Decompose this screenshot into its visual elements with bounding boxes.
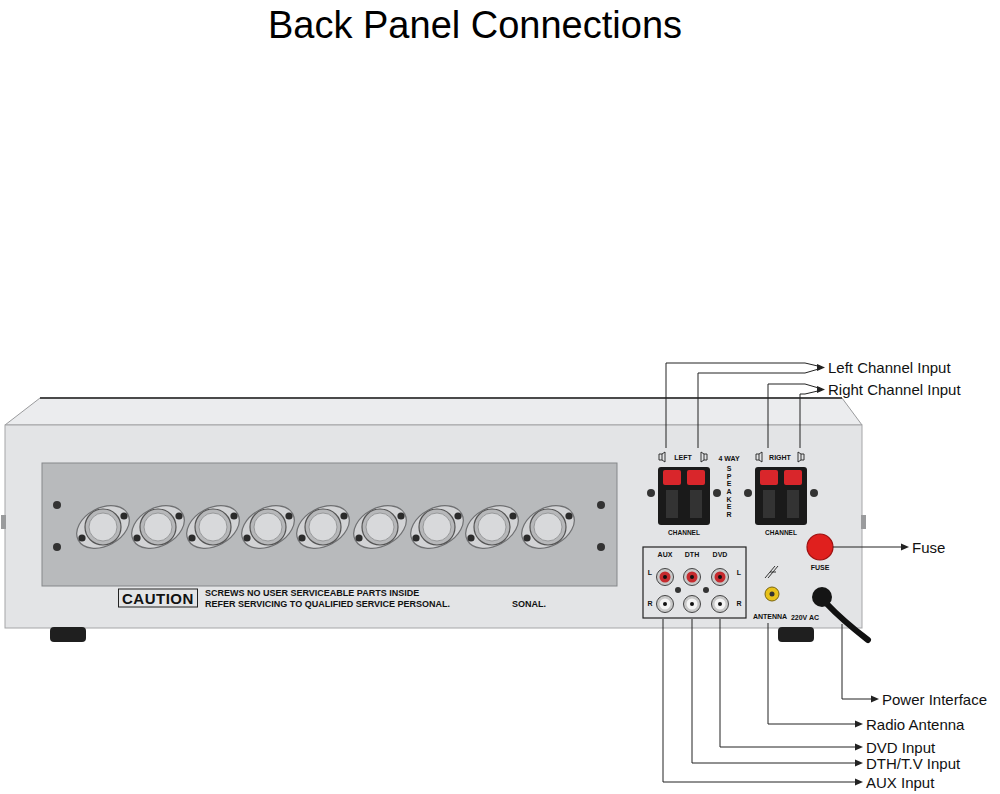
side-nub	[861, 515, 866, 529]
callout-label: DTH/T.V Input	[866, 756, 960, 771]
caution-note: SCREWS NO USER SERVICEABLE PARTS INSIDE	[205, 589, 419, 598]
callout-label: Fuse	[912, 540, 945, 555]
power-transistor	[179, 497, 246, 557]
callout-label: Right Channel Input	[828, 382, 961, 397]
power-transistor	[346, 497, 413, 557]
caution-note: SONAL.	[512, 600, 546, 609]
input-label: DVD	[713, 551, 728, 558]
foot	[50, 627, 86, 642]
speaker-icon	[659, 452, 707, 462]
power-transistor	[124, 497, 191, 557]
screw	[597, 501, 605, 509]
heatsink-plate	[42, 463, 617, 586]
page-title: Back Panel Connections	[268, 6, 682, 44]
power-transistor	[458, 497, 525, 557]
power-transistor	[514, 497, 581, 557]
fuse-label: FUSE	[811, 564, 830, 571]
callout-label: AUX Input	[866, 775, 934, 790]
channel-mark: L	[737, 569, 741, 576]
callout-label: Left Channel Input	[828, 360, 951, 375]
speaker-terminal	[647, 467, 721, 525]
callout-label: Radio Antenna	[866, 717, 964, 732]
speaker-terminal	[744, 467, 818, 525]
side-nub	[1, 515, 6, 529]
speaker-icon	[756, 452, 804, 462]
callout-label: DVD Input	[866, 740, 935, 755]
power-transistor	[403, 497, 470, 557]
channel-mark: R	[736, 600, 741, 607]
antenna-jack	[765, 587, 779, 601]
channel-mark: R	[647, 600, 652, 607]
fuse-holder	[807, 534, 833, 560]
terminal-label: SPEAKER	[726, 465, 733, 519]
screw	[597, 543, 605, 551]
input-label: DTH	[685, 551, 699, 558]
power-transistor	[69, 497, 136, 557]
power-label: 220V AC	[791, 614, 819, 621]
screw	[53, 501, 61, 509]
cabinet-edge	[40, 397, 842, 399]
rca-panel-frame	[643, 547, 746, 618]
back-panel	[5, 425, 862, 628]
screw	[53, 543, 61, 551]
callout-label: Power Interface	[882, 692, 987, 707]
cabinet-top	[5, 398, 862, 425]
input-label: AUX	[658, 551, 673, 558]
antenna-symbol	[765, 566, 778, 578]
caution-note: REFER SERVICING TO QUALIFIED SERVICE PER…	[205, 600, 450, 609]
terminal-label: RIGHT	[769, 454, 791, 461]
power-transistor	[234, 497, 301, 557]
terminal-label: 4 WAY	[718, 455, 739, 462]
terminal-label: LEFT	[674, 454, 692, 461]
caution-label: CAUTION	[118, 589, 198, 608]
power-cord	[812, 587, 868, 640]
terminal-label: CHANNEL	[668, 530, 700, 537]
channel-mark: L	[648, 569, 652, 576]
rca-jack	[657, 569, 729, 613]
terminal-label: CHANNEL	[765, 530, 797, 537]
power-transistor	[289, 497, 356, 557]
foot	[778, 627, 814, 642]
antenna-label: ANTENNA	[753, 613, 787, 620]
